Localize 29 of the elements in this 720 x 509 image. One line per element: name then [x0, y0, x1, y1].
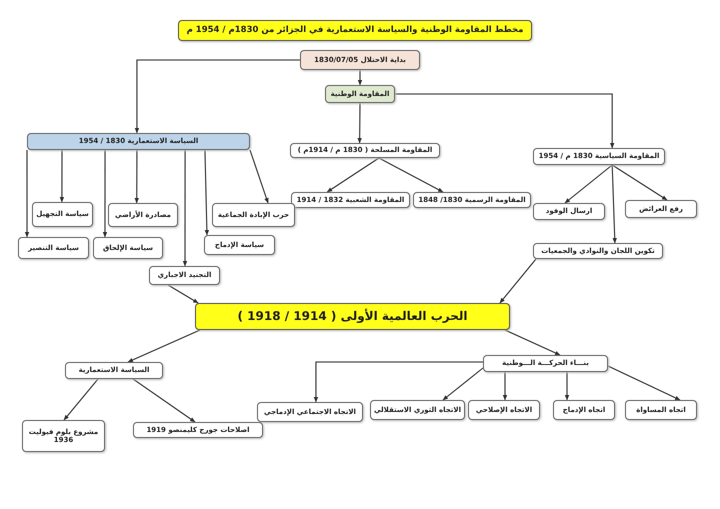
arrow [60, 150, 64, 203]
arrow [564, 164, 613, 204]
arrow [24, 150, 30, 238]
arrow [357, 103, 362, 144]
arrow [502, 372, 508, 401]
title-banner: مخطط المقاومة الوطنية والسياسة الاستعمارية في الجزائر من 1830م / 1954 م [178, 20, 532, 41]
arrow [358, 70, 362, 86]
arrow [378, 158, 444, 192]
arrow [102, 150, 108, 238]
event-banner: الحرب العالمية الأولى ( 1914 / 1918 ) [195, 303, 510, 330]
arrow [64, 378, 98, 420]
arrow [612, 164, 668, 200]
arrow [504, 330, 560, 356]
arrow [395, 93, 614, 149]
arrow [168, 284, 199, 304]
arrow [204, 150, 210, 236]
arrow [564, 372, 570, 401]
arrow [608, 366, 680, 400]
arrow [132, 378, 196, 422]
arrow [326, 158, 380, 192]
arrow [134, 150, 139, 204]
arrow [442, 368, 484, 400]
arrow [500, 258, 536, 304]
arrow [612, 164, 617, 244]
arrow [314, 361, 483, 403]
arrow [249, 150, 269, 204]
arrow [182, 150, 188, 267]
arrow [128, 330, 200, 362]
arrow [134, 59, 300, 134]
